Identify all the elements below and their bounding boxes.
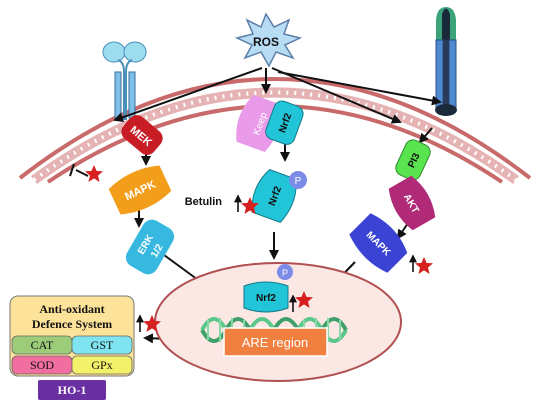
are-region-box [223, 327, 328, 357]
protein-akt: AKT [388, 175, 436, 231]
protein-nrf2-nuclear: Nrf2 [243, 281, 289, 313]
right-receptor-icon [435, 7, 457, 116]
enzyme-gpx-label: GPx [91, 358, 112, 372]
enzyme-gst-label: GST [91, 338, 114, 352]
star-icon [143, 315, 161, 332]
protein-nrf2-phospho: Nrf2 [251, 169, 297, 223]
ho1-badge: HO-1 [38, 380, 106, 400]
betulin-stars [85, 165, 433, 332]
protein-nrf2-complex: Nrf2 [265, 100, 304, 145]
protein-erk: ERK 1/2 [125, 219, 175, 275]
ho1-label: HO-1 [58, 383, 87, 397]
upregulation-markers [136, 194, 417, 332]
enzyme-cat-label: CAT [31, 338, 54, 352]
arrow-ros-to-receptor [277, 71, 442, 106]
star-icon [241, 197, 259, 214]
nucleus: ARE region [154, 262, 402, 382]
protein-mapk-left: MAPK [108, 165, 172, 215]
inhibit-bar-mek [69, 163, 75, 177]
enzyme-gst-box [71, 335, 133, 355]
phosphate-tag-nuclear: P [277, 264, 293, 280]
protein-pi3: PI3 [395, 139, 431, 181]
nrf2-nuclear-label: Nrf2 [256, 293, 276, 304]
betulin-label: Betulin [185, 196, 223, 208]
phosphate-tag-upper: P [289, 171, 307, 189]
ros-burst: ROS [234, 12, 303, 68]
star-icon [295, 291, 313, 308]
arrow-ros-to-membrane [271, 67, 402, 124]
arrow-receptor-to-pi3 [418, 127, 433, 144]
arrow-ros-to-mek [113, 67, 263, 123]
phosphate-label-upper: P [295, 176, 302, 187]
star-icon [415, 257, 433, 274]
inhibit-mek [75, 169, 89, 177]
defence-system-panel: Anti-oxidant Defence System CAT GST SOD … [9, 295, 135, 377]
are-region-label: ARE region [242, 335, 308, 350]
defence-title-line1: Anti-oxidant [39, 302, 104, 316]
phosphate-label-nuclear: P [282, 268, 288, 278]
ros-label: ROS [253, 35, 279, 49]
enzyme-gpx-box [71, 355, 133, 375]
star-icon [85, 165, 103, 182]
enzyme-sod-label: SOD [30, 358, 54, 372]
defence-title-line2: Defence System [32, 317, 112, 331]
protein-mapk-right: MAPK [349, 213, 408, 273]
